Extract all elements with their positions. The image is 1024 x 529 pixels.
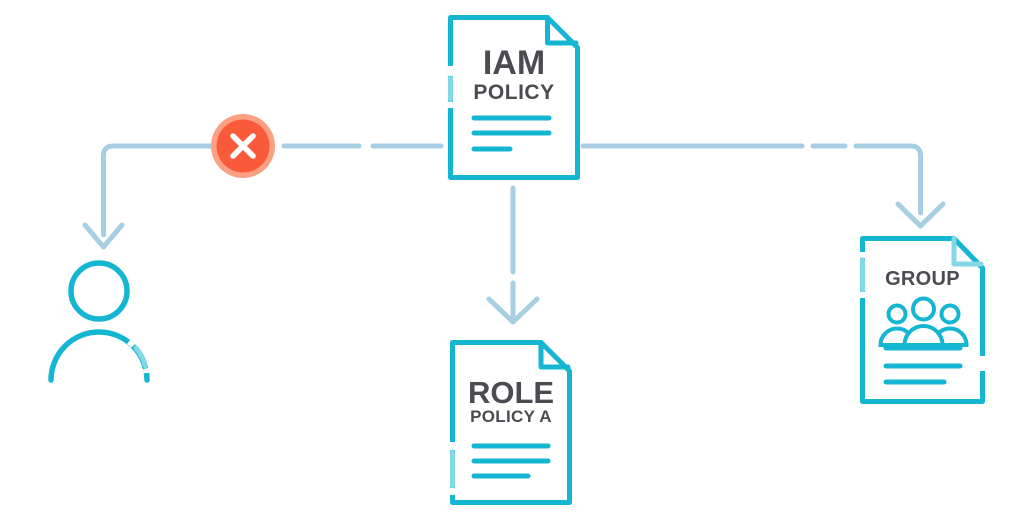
role-policy-subtitle: POLICY A [470, 407, 552, 426]
iam-policy-title: IAM [482, 44, 546, 82]
connector-iam-to-user [82, 143, 444, 250]
connector-iam-to-group [580, 143, 946, 229]
deny-icon [211, 114, 275, 178]
iam-policy-document-icon [447, 15, 580, 180]
connector-iam-to-role [486, 185, 540, 325]
user-icon [48, 260, 151, 383]
role-policy-document-icon [449, 340, 572, 505]
arrowhead-down-icon [82, 222, 125, 250]
arrowhead-down-icon [895, 201, 946, 229]
role-policy-title: ROLE [467, 375, 555, 410]
arrowhead-down-icon [486, 296, 540, 325]
group-members-icon [878, 296, 969, 347]
iam-policy-subtitle: POLICY [473, 81, 555, 104]
group-title: GROUP [885, 268, 960, 290]
group-document-icon [859, 236, 986, 404]
